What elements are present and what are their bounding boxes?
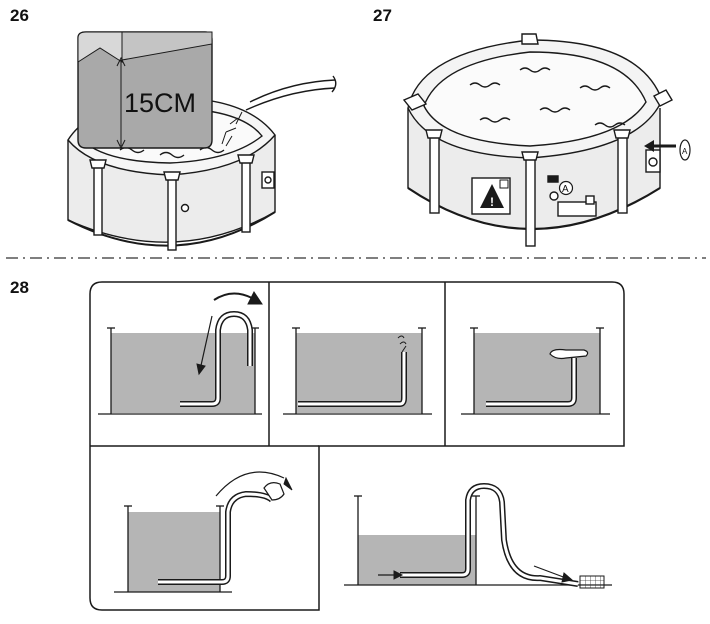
valve-marker-a: A bbox=[558, 180, 574, 196]
siphon-panel-2 bbox=[283, 327, 432, 415]
fill-hose bbox=[221, 75, 337, 147]
siphon-panel-4 bbox=[114, 471, 293, 593]
depth-label: 15CM bbox=[124, 88, 196, 118]
step-number-28: 28 bbox=[10, 278, 29, 297]
step-number-26: 26 bbox=[10, 6, 29, 25]
insert-arrow: A bbox=[644, 139, 691, 161]
svg-text:A: A bbox=[562, 184, 569, 195]
svg-text:A: A bbox=[682, 147, 688, 156]
hand-icon bbox=[263, 482, 285, 501]
siphon-panel-1 bbox=[98, 291, 263, 415]
siphon-panel-3 bbox=[461, 327, 610, 415]
warning-triangle-icon: ! bbox=[471, 177, 511, 215]
siphon-panel-5 bbox=[344, 482, 612, 589]
pool-27 bbox=[402, 33, 673, 247]
pool-26 bbox=[67, 97, 276, 251]
drain-grate-icon bbox=[579, 575, 605, 589]
step-number-27: 27 bbox=[373, 6, 392, 25]
depth-callout: 15CM bbox=[77, 31, 213, 150]
hand-icon bbox=[549, 348, 589, 360]
svg-text:!: ! bbox=[490, 195, 494, 209]
